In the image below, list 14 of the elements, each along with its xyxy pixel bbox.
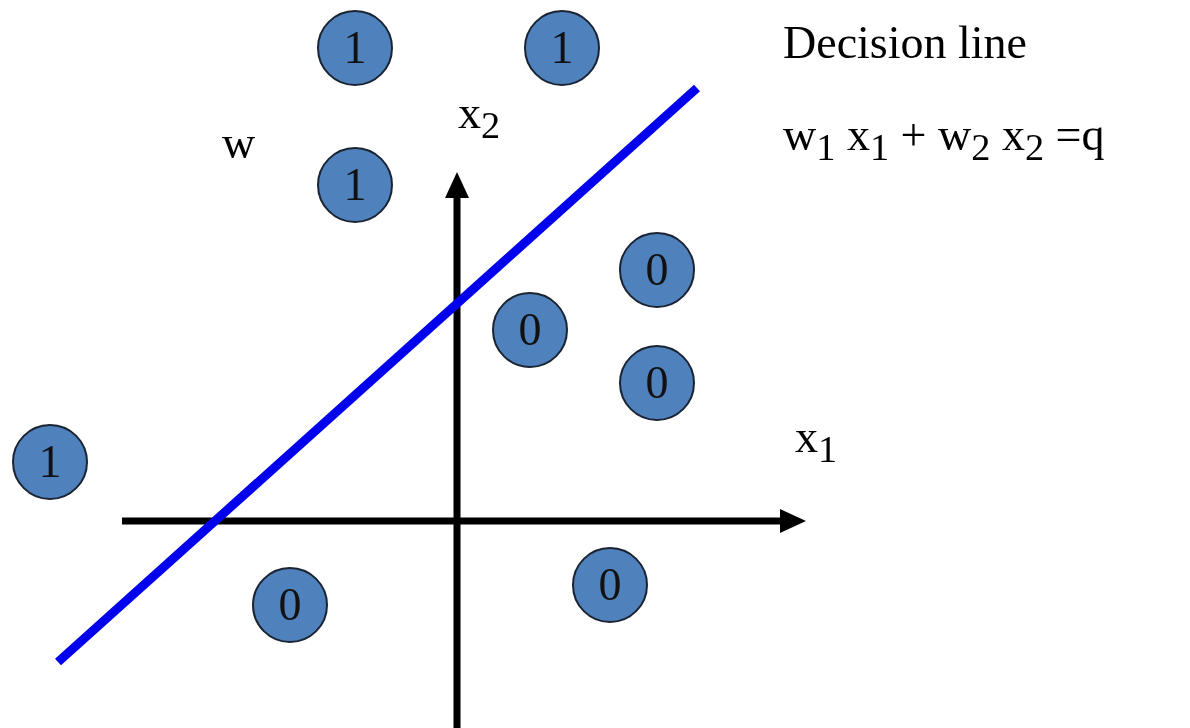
equation: w$_{1}$ x$_{1}$ + w$_{2}$ x$_{2}$ =q xyxy=(783,110,1105,169)
class-circle: 1 xyxy=(12,424,88,500)
class-circle: 0 xyxy=(572,547,648,623)
weight-label: w xyxy=(222,118,256,169)
axis-label: x$_{1}$ xyxy=(795,412,838,471)
axis-label: x$_{2}$ xyxy=(458,88,501,147)
class-circle: 0 xyxy=(619,345,695,421)
class-circle: 0 xyxy=(252,567,328,643)
class-circle: 1 xyxy=(524,10,600,86)
chart-title: Decision line xyxy=(783,18,1027,69)
class-circle: 1 xyxy=(317,10,393,86)
class-circle: 0 xyxy=(492,292,568,368)
class-circle: 1 xyxy=(317,147,393,223)
class-circle: 0 xyxy=(619,232,695,308)
